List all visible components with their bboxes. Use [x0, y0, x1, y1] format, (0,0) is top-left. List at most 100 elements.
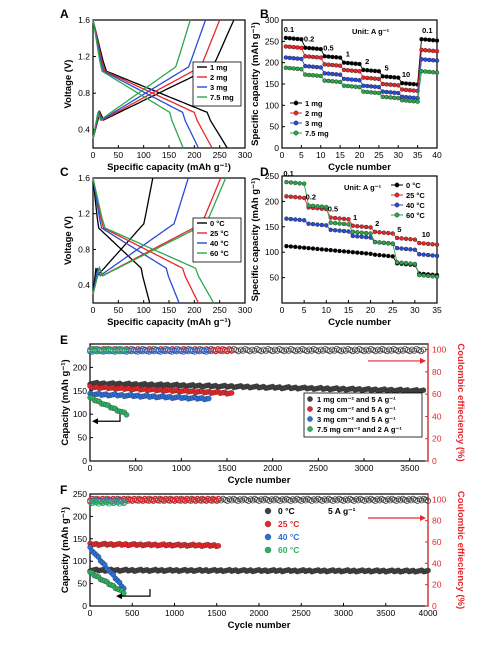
rate-point: [293, 180, 298, 186]
rate-point: [299, 66, 304, 72]
rate-point: [350, 249, 356, 255]
y-tick-label: 50: [270, 273, 280, 283]
rate-point: [295, 45, 300, 50]
y-tick-label: 150: [265, 79, 279, 89]
rate-point: [288, 216, 294, 222]
rate-point: [346, 229, 351, 234]
rate-point: [417, 252, 422, 257]
rate-point: [419, 47, 424, 53]
rate-point: [403, 87, 409, 93]
x-tick-label: 1000: [165, 608, 184, 618]
rate-point: [341, 249, 347, 254]
rate-point: [315, 204, 320, 209]
discharge-curve: [92, 19, 199, 149]
rate-point: [345, 60, 351, 66]
rate-point: [380, 89, 385, 94]
rate-point: [355, 250, 360, 255]
x-tick-label: 250: [213, 150, 227, 160]
rate-label: 1: [346, 50, 350, 59]
rate-point: [390, 231, 395, 236]
y-tick-label: 200: [265, 196, 279, 206]
rate-point: [353, 84, 358, 89]
rate-point: [386, 230, 391, 236]
rate-point: [306, 64, 312, 69]
legend-label: 25 °C: [278, 519, 299, 529]
rate-label: 2: [365, 57, 369, 66]
rate-point: [303, 45, 308, 50]
y-tick-label: 200: [73, 362, 87, 372]
rate-point: [388, 74, 393, 80]
rate-point: [359, 250, 364, 256]
rate-point: [337, 248, 342, 254]
x-tick-label: 3000: [355, 463, 374, 473]
legend-marker: [394, 202, 400, 208]
rate-point: [353, 77, 358, 83]
rate-label: 10: [402, 70, 410, 79]
legend-label: 0 °C: [406, 181, 421, 190]
rate-point: [315, 246, 320, 252]
discharge-curve: [92, 19, 228, 149]
rate-point: [421, 241, 426, 246]
rate-point: [363, 224, 369, 230]
rate-point: [341, 60, 347, 65]
rate-point: [403, 260, 409, 266]
legend-box: [192, 61, 242, 107]
rate-point: [295, 36, 300, 42]
rate-point: [310, 64, 316, 69]
arrow-right-head: [420, 515, 426, 521]
legend-label: 25 °C: [406, 191, 425, 200]
y-tick-label: 250: [73, 489, 87, 499]
rate-point: [365, 68, 370, 73]
capacity-point: [228, 390, 235, 396]
rate-point: [326, 71, 331, 76]
rate-point: [355, 234, 360, 239]
rate-point: [297, 217, 302, 223]
rate-point: [328, 247, 333, 253]
x-tick-label: 35: [413, 150, 423, 160]
rate-point: [328, 227, 333, 233]
x-tick-label: 150: [162, 150, 176, 160]
legend-marker: [307, 426, 313, 432]
rate-point: [284, 179, 289, 185]
legend-marker: [264, 507, 272, 515]
rate-point: [297, 245, 302, 250]
rate-point: [399, 246, 404, 251]
rate-point: [380, 94, 385, 100]
rate-point: [381, 253, 387, 258]
rate-point: [324, 204, 329, 210]
rate-point: [427, 37, 432, 43]
rate-point: [381, 240, 387, 246]
rate-point: [322, 78, 327, 83]
x-tick-label: 10: [322, 305, 332, 315]
rate-point: [363, 234, 369, 240]
rate-point: [349, 68, 354, 73]
rate-point: [355, 230, 360, 235]
rate-point: [337, 228, 342, 233]
rate-point: [427, 48, 432, 53]
x-tick-label: 0: [91, 150, 96, 160]
x-tick-label: 35: [432, 305, 442, 315]
rate-point: [299, 56, 304, 62]
x-tick-label: 150: [162, 305, 176, 315]
rate-point: [399, 87, 405, 92]
legend-label: 40 °C: [210, 239, 229, 248]
legend-marker: [293, 120, 299, 126]
rate-point: [399, 236, 404, 241]
rate-point: [386, 241, 391, 246]
legend-label: 2 mg cm⁻² and 5 A g⁻¹: [317, 405, 396, 414]
rate-point: [299, 37, 304, 42]
y2-tick-label: 20: [432, 580, 442, 590]
panel-letter-F: F: [60, 483, 67, 497]
rate-point: [403, 81, 409, 86]
rate-point: [388, 82, 393, 87]
rate-point: [284, 194, 289, 199]
x-tick-label: 20: [366, 305, 376, 315]
capacity-point: [206, 395, 212, 402]
rate-point: [388, 90, 393, 95]
y-tick-label: 200: [73, 511, 87, 521]
rate-point: [396, 90, 401, 96]
x-tick-label: 0: [280, 305, 285, 315]
discharge-curve: [92, 19, 184, 149]
